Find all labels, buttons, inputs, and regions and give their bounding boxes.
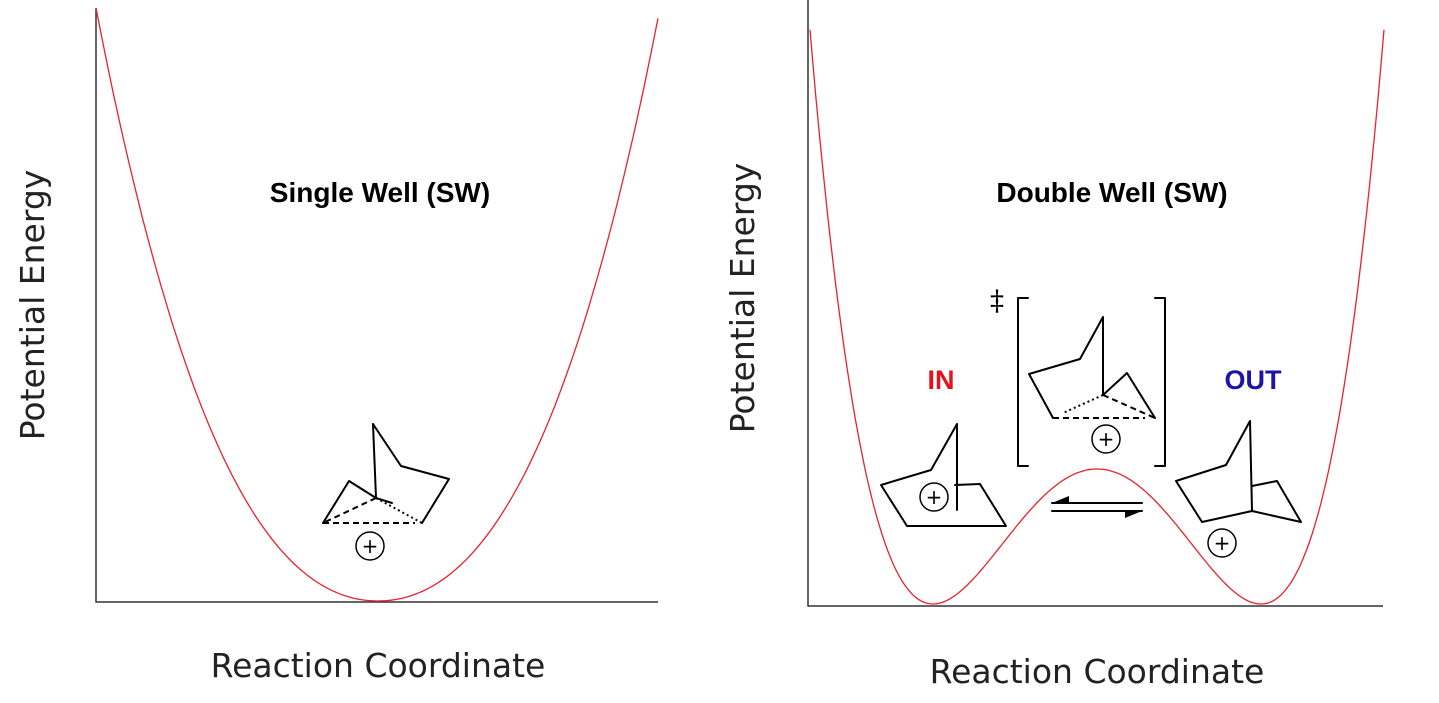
single-well-panel: Single Well (SW) Potential Energy Reacti…	[13, 7, 659, 685]
double-well-curve	[809, 29, 1385, 605]
transition-state-structure: +	[1028, 316, 1156, 454]
left-bracket	[1017, 297, 1029, 467]
right-y-axis-label: Potential Energy	[723, 163, 762, 434]
out-charge-circle	[1207, 528, 1237, 558]
in-charge-plus: +	[926, 485, 943, 509]
right-panel-title: Double Well (SW)	[996, 177, 1227, 208]
charge-plus: +	[362, 534, 379, 558]
single-well-curve	[95, 7, 659, 602]
ts-charge-plus: +	[1098, 427, 1115, 451]
out-charge-plus: +	[1214, 531, 1231, 555]
charge-circle	[355, 531, 385, 561]
in-classical-cation: +	[880, 423, 1007, 527]
transition-state-dagger: ‡	[990, 284, 1004, 317]
left-panel-title: Single Well (SW)	[270, 177, 490, 208]
in-label: IN	[928, 365, 955, 395]
right-x-axis-label: Reaction Coordinate	[930, 652, 1265, 691]
left-axes	[95, 8, 658, 603]
out-label: OUT	[1225, 365, 1283, 395]
in-charge-circle	[919, 482, 949, 512]
ts-charge-circle	[1091, 424, 1121, 454]
nonclassical-norbornyl-cation: +	[322, 423, 450, 561]
double-well-panel: Double Well (SW) Potential Energy Reacti…	[723, 0, 1385, 691]
right-bracket	[1154, 297, 1166, 467]
right-axes	[807, 0, 1383, 607]
out-classical-cation: +	[1175, 420, 1302, 558]
left-y-axis-label: Potential Energy	[13, 170, 52, 441]
equilibrium-arrows	[1051, 496, 1143, 518]
left-x-axis-label: Reaction Coordinate	[211, 646, 546, 685]
